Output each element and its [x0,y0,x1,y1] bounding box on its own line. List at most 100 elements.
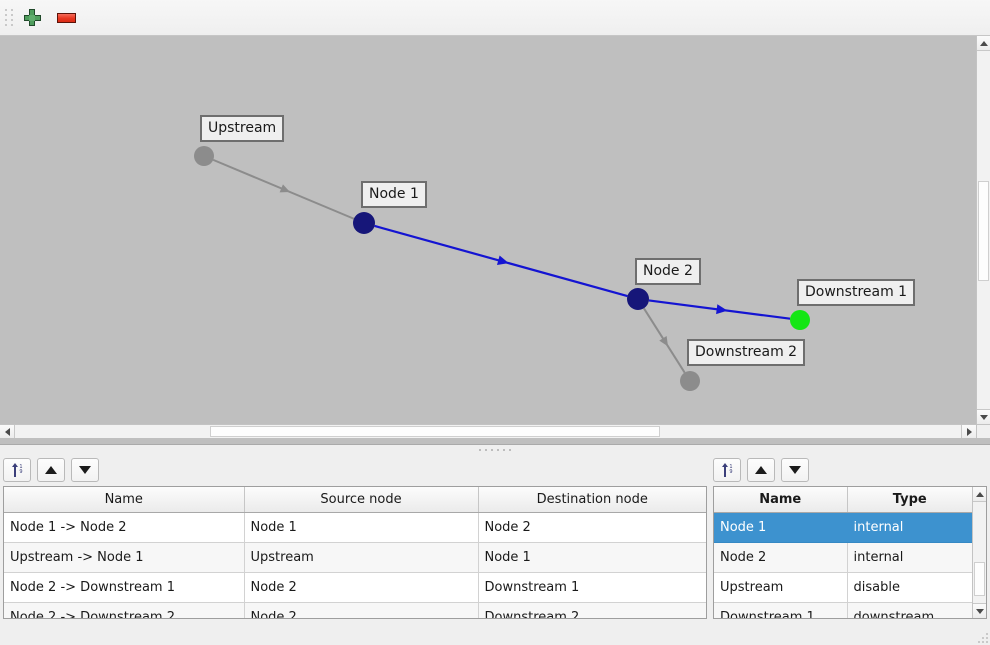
nodes-sort-button[interactable]: 1 9 [713,458,741,482]
sort-icon-top-number: 1 [19,464,23,470]
triangle-down-icon [79,466,91,474]
graph-edge-arrow [279,184,290,193]
sort-icon-bottom-number: 9 [19,469,23,475]
sort-icon-bottom-number: 9 [729,469,733,475]
graph-edges [194,146,810,391]
cell-0[interactable]: Node 2 -> Downstream 1 [4,572,245,603]
graph-edge-arrow [716,304,728,315]
toolbar-drag-handle[interactable] [3,5,15,31]
panel-splitter[interactable] [0,444,990,454]
cell-1[interactable]: downstream [847,602,972,618]
cell-0[interactable]: Downstream 1 [714,602,848,618]
cell-0[interactable]: Node 1 [714,512,848,543]
scrollbar-corner [976,424,990,438]
column-header-2[interactable]: Destination node [478,487,706,513]
nodes-button-row: 1 9 [710,454,990,486]
graph-node-downstream1[interactable] [790,310,810,330]
edges-sort-button[interactable]: 1 9 [3,458,31,482]
triangle-up-icon [45,466,57,474]
cell-1[interactable]: Upstream [244,542,479,573]
graph-node-node2[interactable] [627,288,649,310]
column-header-1[interactable]: Source node [244,487,479,513]
cell-2[interactable]: Downstream 1 [478,572,706,603]
column-header-1[interactable]: Type [847,487,972,513]
graph-edge-arrow [496,255,509,266]
nodes-vscroll-track[interactable] [973,502,986,603]
minus-icon [56,12,76,23]
nodes-vscroll-up-arrow[interactable] [973,487,986,502]
cell-1[interactable]: internal [847,542,972,573]
edges-move-down-button[interactable] [71,458,99,482]
graph-hscrollbar[interactable] [0,424,976,438]
vscroll-down-arrow[interactable] [977,409,990,424]
nodes-move-up-button[interactable] [747,458,775,482]
sort-icon: 1 9 [11,463,23,477]
cell-0[interactable]: Upstream [714,572,848,603]
hscroll-track[interactable] [15,425,961,438]
nodes-table-vscrollbar[interactable] [972,487,986,618]
vscroll-up-arrow[interactable] [977,36,990,51]
hscroll-thumb[interactable] [210,426,660,437]
edges-button-row: 1 9 [0,454,710,486]
nodes-move-down-button[interactable] [781,458,809,482]
vscroll-thumb[interactable] [978,181,989,281]
graph-node-downstream2[interactable] [680,371,700,391]
graph-vscrollbar[interactable] [976,36,990,424]
graph-edge-arrow [659,336,669,347]
triangle-up-icon [755,466,767,474]
cell-2[interactable]: Node 1 [478,542,706,573]
window-resize-grip[interactable] [976,631,988,643]
cell-1[interactable]: Node 2 [244,572,479,603]
sort-icon: 1 9 [721,463,733,477]
add-button[interactable] [17,3,47,33]
cell-1[interactable]: internal [847,512,972,543]
graph-node-label-upstream[interactable]: Upstream [200,115,285,142]
cell-1[interactable]: Node 2 [244,602,479,618]
hscroll-left-arrow[interactable] [0,425,15,438]
column-header-0[interactable]: Name [714,487,848,513]
graph-node-label-downstream2[interactable]: Downstream 2 [687,339,806,366]
cell-0[interactable]: Node 2 -> Downstream 2 [4,602,245,618]
graph-node-upstream[interactable] [194,146,214,166]
status-bar [0,619,990,645]
graph-node-label-node1[interactable]: Node 1 [361,181,427,208]
cell-0[interactable]: Upstream -> Node 1 [4,542,245,573]
cell-0[interactable]: Node 2 [714,542,848,573]
vscroll-track[interactable] [977,51,990,409]
cell-1[interactable]: disable [847,572,972,603]
splitter-grip [479,448,511,451]
cell-2[interactable]: Downstream 2 [478,602,706,618]
column-header-0[interactable]: Name [4,487,245,513]
cell-2[interactable]: Node 2 [478,512,706,543]
nodes-vscroll-thumb[interactable] [974,562,985,596]
graph-node-label-downstream1[interactable]: Downstream 1 [797,279,916,306]
edges-move-up-button[interactable] [37,458,65,482]
graph-node-node1[interactable] [353,212,375,234]
graph-node-label-node2[interactable]: Node 2 [635,258,701,285]
nodes-vscroll-down-arrow[interactable] [973,603,986,618]
remove-button[interactable] [51,3,81,33]
cell-0[interactable]: Node 1 -> Node 2 [4,512,245,543]
hscroll-right-arrow[interactable] [961,425,976,438]
cell-1[interactable]: Node 1 [244,512,479,543]
